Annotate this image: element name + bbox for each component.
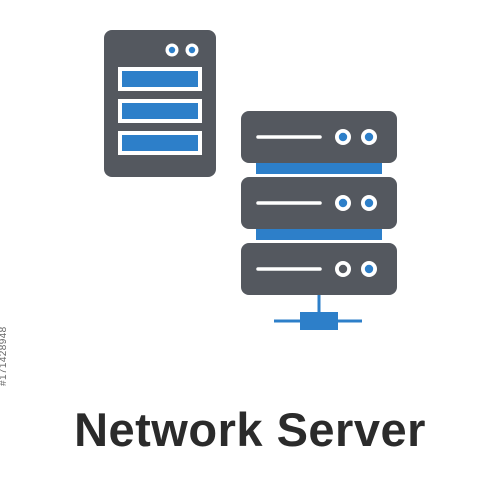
cabinet-indicator-light-center [188,46,196,54]
caption-title: Network Server [74,403,426,456]
network-switch [300,312,338,330]
rack-connector-bar [256,228,382,240]
rack-connector-bar [256,162,382,174]
storage-cabinet [104,30,216,177]
cabinet-indicator-light-center [168,46,176,54]
network-connector [274,295,362,330]
rack-server-stack [241,111,397,295]
stock-id-label: #171428948 [0,326,9,386]
